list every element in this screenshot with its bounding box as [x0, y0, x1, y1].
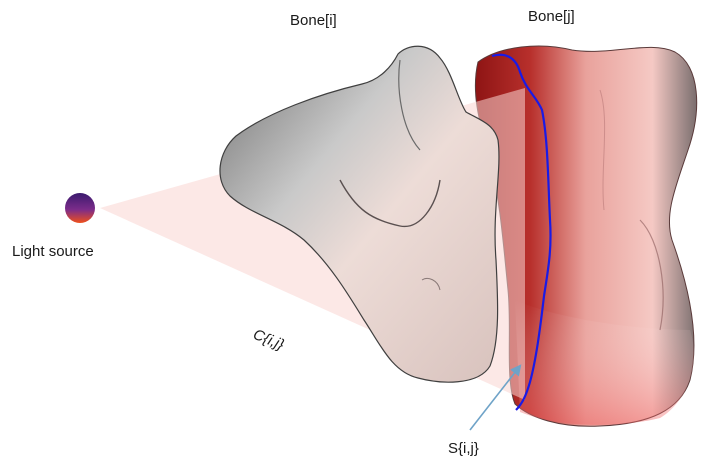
light-source-label: Light source	[12, 243, 94, 260]
light-source-sphere	[65, 193, 95, 223]
silhouette-label: S{i,j}	[448, 440, 479, 457]
bone-j-label: Bone[j]	[528, 8, 575, 25]
bone-i-label: Bone[i]	[290, 12, 337, 29]
